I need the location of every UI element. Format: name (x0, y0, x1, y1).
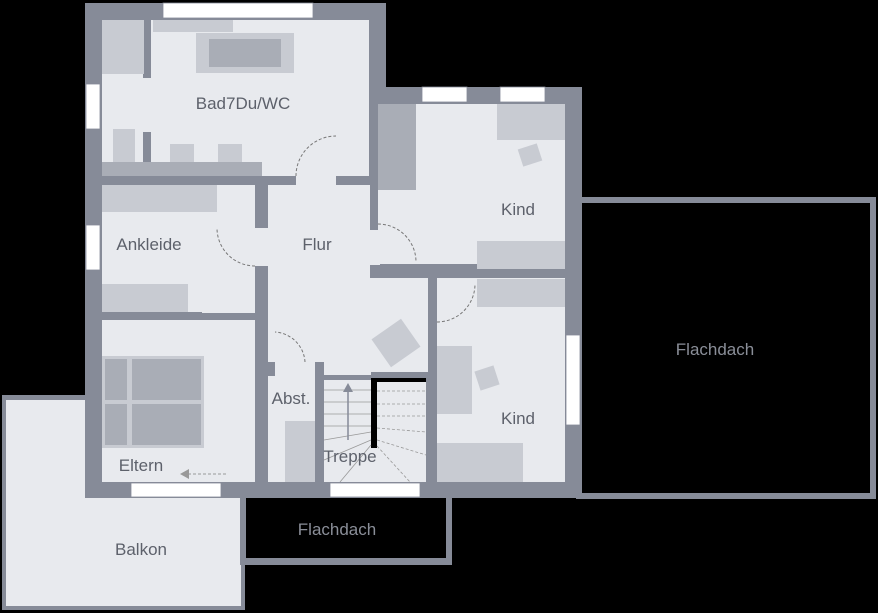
chair (517, 143, 543, 167)
balcony-door-arrow (180, 469, 226, 479)
stair-direction-arrow (343, 383, 353, 392)
room-label-flachdach-right: Flachdach (676, 340, 754, 359)
furniture (102, 20, 565, 482)
window (85, 224, 101, 271)
room-label-eltern: Eltern (119, 456, 163, 475)
wardrobe (102, 185, 217, 212)
window (499, 86, 546, 103)
stair-core-wall (371, 378, 377, 448)
window (421, 86, 468, 103)
bunk-bed (378, 104, 416, 190)
desk (497, 104, 565, 140)
windows (85, 2, 581, 498)
window (565, 334, 581, 426)
window (162, 2, 314, 19)
chair (474, 365, 500, 391)
room-label-flur: Flur (302, 235, 332, 254)
armchair (371, 318, 421, 368)
wardrobe (477, 241, 565, 269)
room-label-bad: Bad7Du/WC (196, 94, 290, 113)
wardrobe (477, 279, 565, 307)
shower (102, 20, 144, 74)
vanity (102, 162, 262, 176)
room-label-balkon: Balkon (115, 540, 167, 559)
window (130, 482, 222, 498)
desk (437, 346, 472, 414)
room-label-kind-bottom: Kind (501, 409, 535, 428)
room-label-flachdach-bottom: Flachdach (298, 520, 376, 539)
sink-counter (153, 20, 233, 32)
window (329, 482, 421, 498)
room-label-ankleide: Ankleide (116, 235, 181, 254)
shelf (285, 421, 315, 482)
wardrobe (102, 284, 188, 312)
interior-walls (102, 20, 565, 482)
flachdach-right-area (576, 197, 876, 499)
flur-floor (265, 185, 370, 375)
door-swings (216, 135, 476, 363)
room-label-kind-top: Kind (501, 200, 535, 219)
room-label-abst: Abst. (272, 389, 311, 408)
room-label-treppe: Treppe (323, 447, 376, 466)
flachdach-bottom-area (240, 495, 452, 565)
window (85, 83, 101, 130)
bed (437, 443, 523, 482)
